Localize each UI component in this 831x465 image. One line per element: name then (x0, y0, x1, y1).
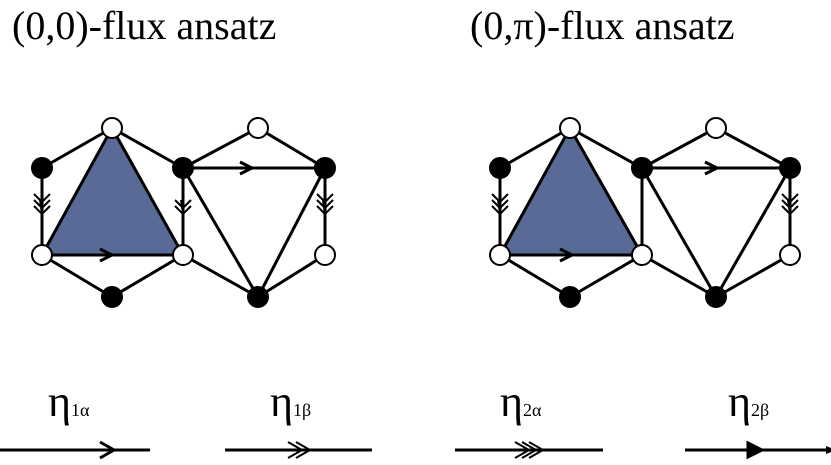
arrow (781, 193, 799, 216)
left-lattice (31, 117, 336, 308)
bond (41, 253, 113, 299)
right-title: (0,π)-flux ansatz (470, 3, 735, 48)
shaded-triangle (500, 128, 642, 255)
filled-site (172, 157, 194, 179)
bond (715, 253, 791, 299)
legend-label-2b: η2β (728, 377, 770, 426)
legend-label-1b: η1β (270, 377, 312, 426)
filled-site (314, 157, 336, 179)
filled-site (247, 286, 269, 308)
open-site (631, 244, 653, 266)
open-site (247, 117, 269, 139)
filled-site (705, 286, 727, 308)
bond (569, 253, 643, 299)
legend-arrow-2a (514, 441, 546, 459)
arrow (316, 193, 334, 216)
legend-lines (0, 440, 831, 460)
bond (498, 127, 572, 256)
bond (41, 126, 113, 170)
open-site (779, 244, 801, 266)
bond (256, 167, 327, 298)
bond (641, 253, 717, 299)
legend-arrow-1a (99, 440, 118, 460)
filled-site (489, 157, 511, 179)
shaded-triangle (42, 128, 183, 255)
arrow (491, 193, 509, 216)
legend-arrow-1b (287, 441, 313, 459)
open-site (172, 244, 194, 266)
bond (257, 126, 326, 170)
open-site (489, 244, 511, 266)
legend-label-2a: η2α (500, 377, 542, 426)
arrow (99, 247, 116, 263)
filled-site (559, 286, 581, 308)
bond (111, 126, 184, 170)
bond (182, 253, 259, 299)
bond (640, 167, 718, 298)
bond (257, 253, 326, 299)
bond (110, 127, 185, 256)
filled-site (101, 286, 123, 308)
left-title: (0,0)-flux ansatz (12, 3, 277, 48)
bond (715, 126, 791, 170)
bond (181, 167, 260, 298)
bond (499, 253, 571, 299)
open-site (101, 117, 123, 139)
right-lattice (489, 117, 801, 308)
filled-site (779, 157, 801, 179)
filled-site (631, 157, 653, 179)
open-site (31, 244, 53, 266)
arrow (704, 160, 721, 176)
open-site (705, 117, 727, 139)
arrow (33, 193, 51, 216)
bond (111, 253, 184, 299)
filled-site (31, 157, 53, 179)
arrow (174, 199, 192, 216)
bond (182, 126, 259, 170)
bond (569, 126, 643, 170)
open-site (314, 244, 336, 266)
bond (568, 127, 644, 256)
legend-label-1a: η1α (48, 377, 90, 426)
bond (40, 127, 114, 256)
arrow (559, 247, 576, 263)
bond (499, 126, 571, 170)
arrow (239, 160, 256, 176)
legend-arrow-2b (746, 440, 766, 460)
bond (714, 167, 792, 298)
open-site (559, 117, 581, 139)
bond (641, 126, 717, 170)
